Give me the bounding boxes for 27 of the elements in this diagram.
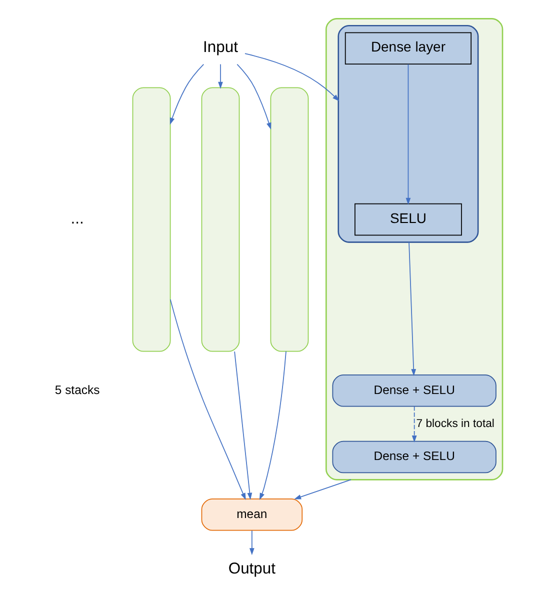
arrow <box>218 64 223 89</box>
node-box <box>270 87 309 352</box>
arrow <box>249 530 254 556</box>
arrow <box>259 350 286 500</box>
arrow <box>170 64 204 125</box>
label: ... <box>70 210 84 228</box>
node-box <box>132 87 171 352</box>
arrow <box>170 299 246 500</box>
arrow <box>412 406 417 443</box>
node-text: Input <box>203 39 238 56</box>
arrow <box>234 351 252 500</box>
arrow <box>406 64 411 205</box>
cluster <box>326 18 504 480</box>
node-text: Output <box>228 560 276 578</box>
node-box: Dense layer <box>344 32 472 64</box>
node-box: Dense + SELU <box>332 440 496 474</box>
node-box: Dense + SELU <box>332 374 496 407</box>
edge-label: 7 blocks in total <box>416 418 494 430</box>
arrow <box>236 64 272 130</box>
node-box <box>201 87 240 352</box>
node-box: SELU <box>354 203 462 236</box>
cluster <box>338 25 479 243</box>
node-box: mean <box>201 498 303 531</box>
label: 5 stacks <box>54 382 100 397</box>
arrow <box>294 479 352 500</box>
arrow <box>408 242 416 376</box>
arrow <box>244 53 340 102</box>
